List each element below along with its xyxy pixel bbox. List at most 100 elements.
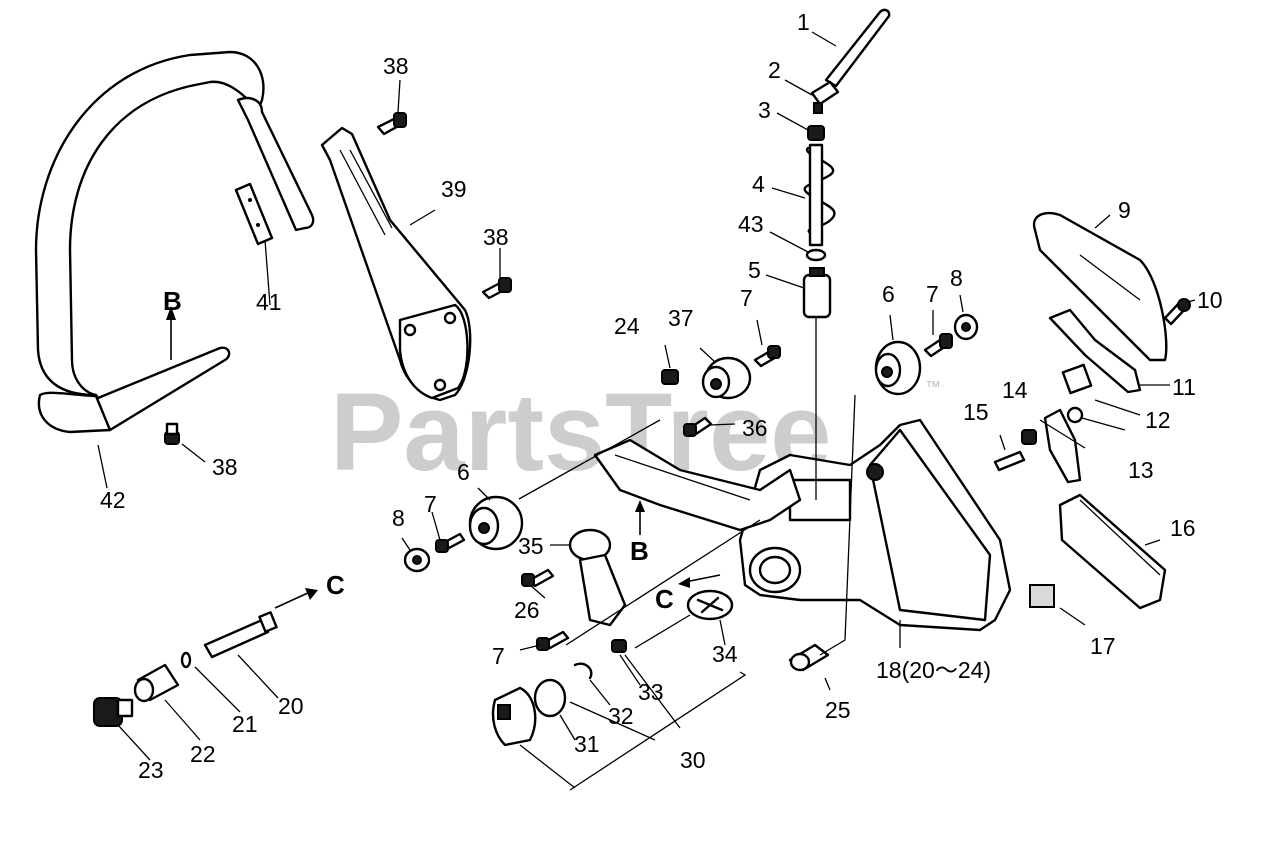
view-arrow-b-middle [635,500,645,535]
view-arrow-b-left [166,306,176,360]
mount-37[interactable] [701,356,752,400]
handle-bracket-39[interactable] [320,126,472,402]
pad-16[interactable] [1058,493,1167,610]
callout-5: 5 [748,257,761,283]
tool-34[interactable] [634,589,734,649]
view-marker-b-middle: B [630,536,649,566]
cover-9[interactable] [1032,211,1168,362]
spring-13[interactable] [1066,406,1126,431]
strainer-5[interactable] [802,267,832,319]
watermark-trademark: ™ [925,379,941,396]
callout-3: 3 [758,97,771,123]
leader-lines [97,31,1196,791]
sleeve-22[interactable] [133,663,180,703]
callout-18: 18(20～24) [876,657,991,683]
spacer-41[interactable] [234,182,274,246]
spiral-hose-4[interactable] [803,143,836,247]
callout-7-left: 7 [424,491,437,517]
bolt-38-mid[interactable] [481,277,512,300]
callout-39: 39 [441,176,467,202]
callout-43: 43 [738,211,764,237]
callout-36: 36 [742,415,768,441]
shaft-20[interactable] [203,611,278,659]
plate-17[interactable] [1029,584,1055,608]
bolt-38-bottom[interactable] [164,422,180,445]
callout-24: 24 [614,313,640,339]
callout-20: 20 [278,693,304,719]
callout-4: 4 [752,171,765,197]
view-marker-c-middle: C [655,584,674,614]
elbow-2[interactable] [810,80,840,114]
callout-22: 22 [190,741,216,767]
callout-38-mid: 38 [483,224,509,250]
nut-24[interactable] [661,369,679,385]
lever-11[interactable] [1048,308,1142,394]
nipple-3[interactable] [807,125,825,141]
crankcase-18[interactable] [738,418,1012,632]
callout-labels: 1 2 3 4 43 5 6 7 8 9 10 11 12 13 14 15 1… [100,9,1223,783]
callout-11: 11 [1172,374,1196,400]
cap-30[interactable] [491,686,537,747]
bolt-7-left[interactable] [435,532,466,553]
callout-38-bottom: 38 [212,454,238,480]
callout-37: 37 [668,305,694,331]
callout-42: 42 [100,487,126,513]
callout-41: 41 [256,289,282,315]
ring-21[interactable] [180,651,192,669]
front-handle-bar[interactable] [34,50,315,434]
callout-9: 9 [1118,197,1131,223]
watermark-text: PartsTree [330,371,831,494]
callout-32: 32 [608,703,634,729]
bolt-7-upper[interactable] [753,345,781,368]
mount-6-left[interactable] [468,495,524,551]
knob-23[interactable] [93,697,134,727]
callout-12: 12 [1145,407,1171,433]
callout-2: 2 [768,57,781,83]
o-ring-31[interactable] [533,678,567,718]
callout-13: 13 [1128,457,1154,483]
callout-17: 17 [1090,633,1116,659]
bolt-7-right[interactable] [923,333,953,358]
view-arrow-c-left [274,588,318,609]
callout-31: 31 [574,731,600,757]
callout-21: 21 [232,711,258,737]
callout-30: 30 [680,747,706,773]
callout-6-left: 6 [457,459,470,485]
screw-33[interactable] [611,639,627,653]
callout-16: 16 [1170,515,1196,541]
bolt-10[interactable] [1163,298,1191,326]
block-12[interactable] [1061,363,1093,395]
view-marker-c-left: C [326,570,345,600]
callout-15: 15 [963,399,989,425]
callout-38-top: 38 [383,53,409,79]
callout-14: 14 [1002,377,1028,403]
pin-15[interactable] [993,450,1026,472]
clip-32[interactable] [573,662,593,680]
view-marker-b-left: B [163,286,182,316]
bolt-26[interactable] [521,568,555,588]
bolt-36[interactable] [683,416,713,437]
callout-23: 23 [138,757,164,783]
callout-7-right: 7 [926,281,939,307]
callout-7-bottom: 7 [492,643,505,669]
washer-43[interactable] [805,248,827,262]
nut-8-right[interactable] [953,313,979,341]
bolt-38-top[interactable] [376,112,407,136]
bolt-7-bottom[interactable] [536,630,570,651]
mount-6-right[interactable] [874,340,922,396]
fitting-25[interactable] [788,643,830,672]
callout-8-left: 8 [392,505,405,531]
callout-26: 26 [514,597,540,623]
nut-8-left[interactable] [403,547,431,573]
callout-6-right: 6 [882,281,895,307]
view-arrow-c-middle [678,574,721,588]
tube-1[interactable] [824,8,891,88]
bracket-35[interactable] [568,528,627,627]
middle-arm-bracket[interactable] [593,438,802,532]
callout-8-right: 8 [950,265,963,291]
callout-35: 35 [518,533,544,559]
callout-1: 1 [797,9,810,35]
callout-7-upper: 7 [740,285,753,311]
